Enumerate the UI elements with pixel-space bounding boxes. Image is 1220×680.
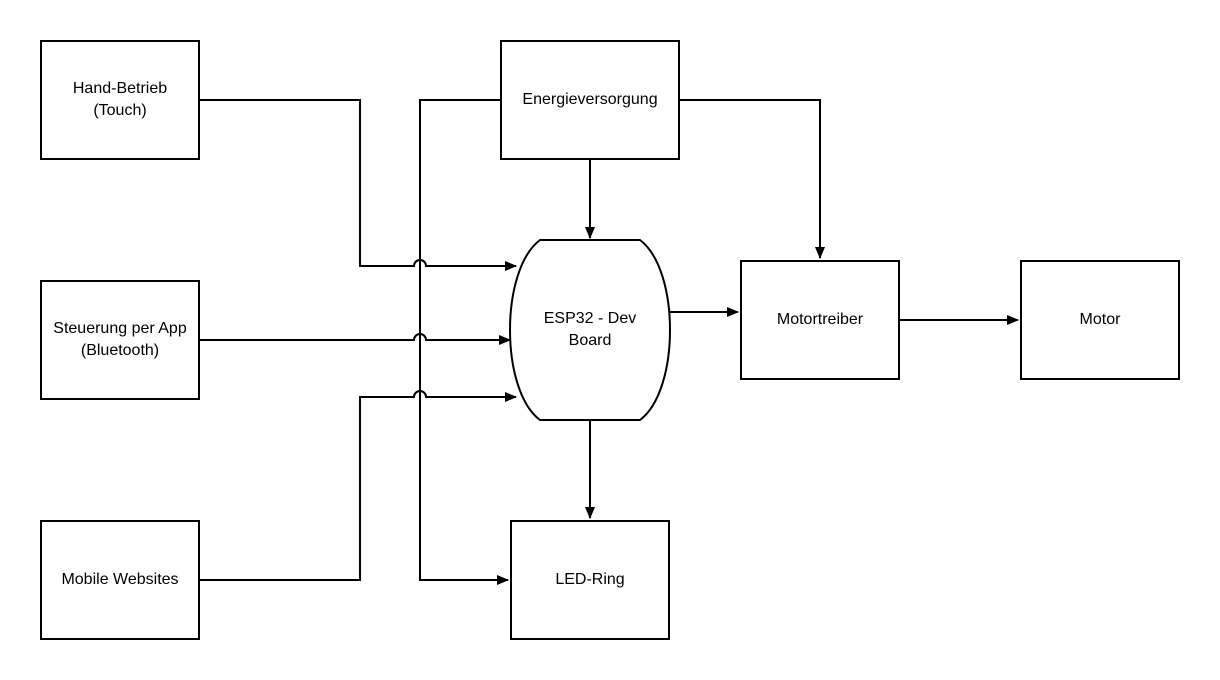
edge-app-to-esp	[200, 333, 511, 345]
node-mobile-websites: Mobile Websites	[40, 520, 200, 640]
node-motor: Motor	[1020, 260, 1180, 380]
node-motortreiber-label: Motortreiber	[776, 311, 864, 328]
edge-power-to-driver	[680, 99, 825, 259]
node-motor-label: Motor	[1079, 311, 1121, 328]
edge-power-to-led	[419, 99, 509, 585]
node-steuerung-app: Steuerung per App (Bluetooth)	[40, 280, 200, 400]
node-led-ring-label: LED-Ring	[555, 571, 625, 588]
node-mobile-websites-label: Mobile Websites	[61, 571, 179, 588]
node-energieversorgung: Energieversorgung	[500, 40, 680, 160]
node-steuerung-app-label: Steuerung per App (Bluetooth)	[53, 320, 187, 359]
edge-hand-to-esp	[200, 99, 517, 271]
node-energieversorgung-label: Energieversorgung	[522, 91, 658, 108]
node-led-ring: LED-Ring	[510, 520, 670, 640]
node-hand-betrieb-label: Hand-Betrieb (Touch)	[72, 80, 168, 119]
node-esp32: ESP32 - Dev Board	[512, 240, 668, 420]
node-esp32-label: ESP32 - Dev Board	[543, 310, 637, 349]
node-hand-betrieb: Hand-Betrieb (Touch)	[40, 40, 200, 160]
node-motortreiber: Motortreiber	[740, 260, 900, 380]
esp32-shape	[509, 239, 671, 421]
edge-web-to-esp	[200, 390, 517, 581]
